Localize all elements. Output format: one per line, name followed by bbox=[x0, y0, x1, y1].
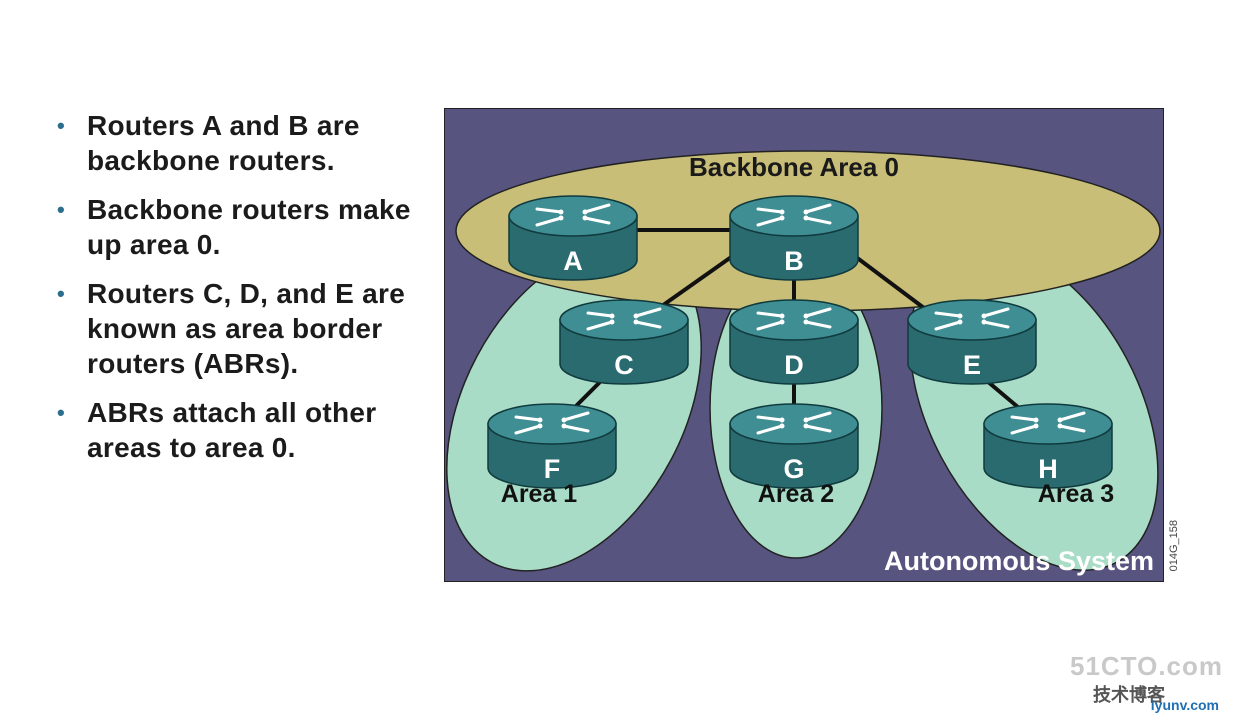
watermark-sub: 技术博客 bbox=[1093, 685, 1165, 705]
diagram-canvas: A B C D E F G H Backbone Area 0 Area 1 Area 2 A… bbox=[444, 108, 1164, 582]
backbone-area-label: Backbone Area 0 bbox=[689, 152, 899, 182]
router-top bbox=[907, 299, 1037, 341]
router-top bbox=[983, 403, 1113, 445]
router-label: G bbox=[783, 454, 804, 484]
router-h: H bbox=[983, 403, 1113, 489]
bullet-text: ABRs attach all other areas to area 0. bbox=[87, 397, 377, 463]
bullet-list: • Routers A and B are backbone routers. •… bbox=[55, 108, 435, 479]
figure-code: 014G_158 bbox=[1168, 520, 1180, 572]
router-label: F bbox=[544, 454, 561, 484]
router-arrows-icon bbox=[514, 411, 590, 435]
bullet-item: • Routers C, D, and E are known as area b… bbox=[55, 276, 435, 381]
router-top bbox=[729, 403, 859, 445]
router-label: E bbox=[963, 350, 981, 380]
router-label: D bbox=[784, 350, 804, 380]
router-label: A bbox=[563, 246, 583, 276]
bullet-item: • Routers A and B are backbone routers. bbox=[55, 108, 435, 178]
router-top bbox=[729, 195, 859, 237]
watermark-main: 51CTO.com bbox=[1069, 651, 1223, 681]
area-1-label: Area 1 bbox=[501, 480, 578, 508]
bullet-text: Routers C, D, and E are known as area bo… bbox=[87, 278, 406, 379]
area-2-label: Area 2 bbox=[758, 480, 834, 508]
bullet-item: • Backbone routers make up area 0. bbox=[55, 192, 435, 262]
bullet-dot-icon: • bbox=[57, 113, 66, 138]
router-d: D bbox=[729, 299, 859, 385]
router-b: B bbox=[729, 195, 859, 281]
router-g: G bbox=[729, 403, 859, 489]
router-top bbox=[508, 195, 638, 237]
router-arrows-icon bbox=[756, 411, 832, 435]
bullet-text: Routers A and B are backbone routers. bbox=[87, 110, 360, 176]
router-e: E bbox=[907, 299, 1037, 385]
router-arrows-icon bbox=[756, 307, 832, 331]
autonomous-system-label: Autonomous System bbox=[884, 546, 1154, 576]
router-arrows-icon bbox=[1010, 411, 1086, 435]
router-label: H bbox=[1038, 454, 1058, 484]
router-arrows-icon bbox=[934, 307, 1010, 331]
routers: A B C D E F G H bbox=[487, 195, 1113, 489]
bullet-item: • ABRs attach all other areas to area 0. bbox=[55, 395, 435, 465]
ospf-area-diagram: A B C D E F G H Backbone Area 0 Area 1 Area 2 A… bbox=[444, 108, 1164, 582]
router-arrows-icon bbox=[756, 203, 832, 227]
bullet-dot-icon: • bbox=[57, 281, 66, 306]
router-a: A bbox=[508, 195, 638, 281]
bullet-dot-icon: • bbox=[57, 400, 66, 425]
router-c: C bbox=[559, 299, 689, 385]
watermark: 51CTO.com 技术博客 iyunv.com bbox=[1070, 651, 1223, 713]
router-arrows-icon bbox=[586, 307, 662, 331]
router-top bbox=[559, 299, 689, 341]
watermark-site: iyunv.com bbox=[1150, 697, 1219, 713]
bullet-text: Backbone routers make up area 0. bbox=[87, 194, 411, 260]
area-3-label: Area 3 bbox=[1038, 480, 1114, 508]
router-f: F bbox=[487, 403, 617, 489]
router-top bbox=[487, 403, 617, 445]
router-top bbox=[729, 299, 859, 341]
router-label: B bbox=[784, 246, 804, 276]
bullet-dot-icon: • bbox=[57, 197, 66, 222]
router-arrows-icon bbox=[535, 203, 611, 227]
router-label: C bbox=[614, 350, 634, 380]
